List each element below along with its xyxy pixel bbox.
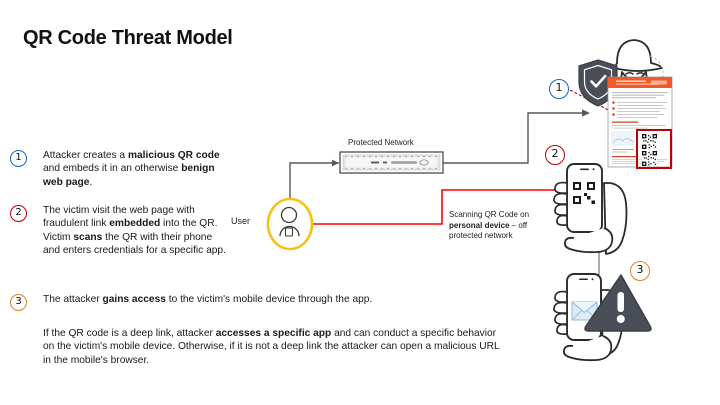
step-text-1: Attacker creates a malicious QR code and…	[43, 150, 220, 188]
diagram-marker-1: 1	[549, 79, 569, 99]
qr-code-icon	[642, 134, 657, 149]
scanning-note-label: Scanning QR Code on personal device – of…	[449, 210, 530, 240]
arrow-head-router	[332, 159, 339, 167]
user-avatar-icon	[266, 197, 314, 251]
connector-personal-device-path	[310, 189, 562, 225]
page-title: QR Code Threat Model	[23, 27, 233, 49]
web-page-document-icon	[607, 76, 673, 169]
connector-protected-path	[289, 112, 586, 204]
diagram-marker-2: 2	[545, 145, 565, 165]
step-number-badge-3: 3	[10, 294, 27, 311]
arrow-head-document	[582, 109, 590, 117]
phone-scanning-qr-icon	[553, 163, 628, 255]
warning-triangle-icon	[584, 274, 652, 332]
closing-paragraph: If the QR code is a deep link, attacker …	[43, 328, 500, 366]
user-label: User	[231, 216, 251, 226]
envelope-icon	[571, 301, 598, 321]
router-switch-icon	[339, 151, 444, 174]
step-number-badge-1: 1	[10, 150, 27, 167]
diagram-marker-3: 3	[630, 261, 650, 281]
step-text-2: The victim visit the web page with fraud…	[43, 205, 226, 257]
qr-code-icon	[642, 151, 657, 166]
step-number-badge-2: 2	[10, 205, 27, 222]
step-text-3: The attacker gains access to the victim'…	[43, 294, 373, 305]
protected-network-label: Protected Network	[348, 138, 414, 147]
